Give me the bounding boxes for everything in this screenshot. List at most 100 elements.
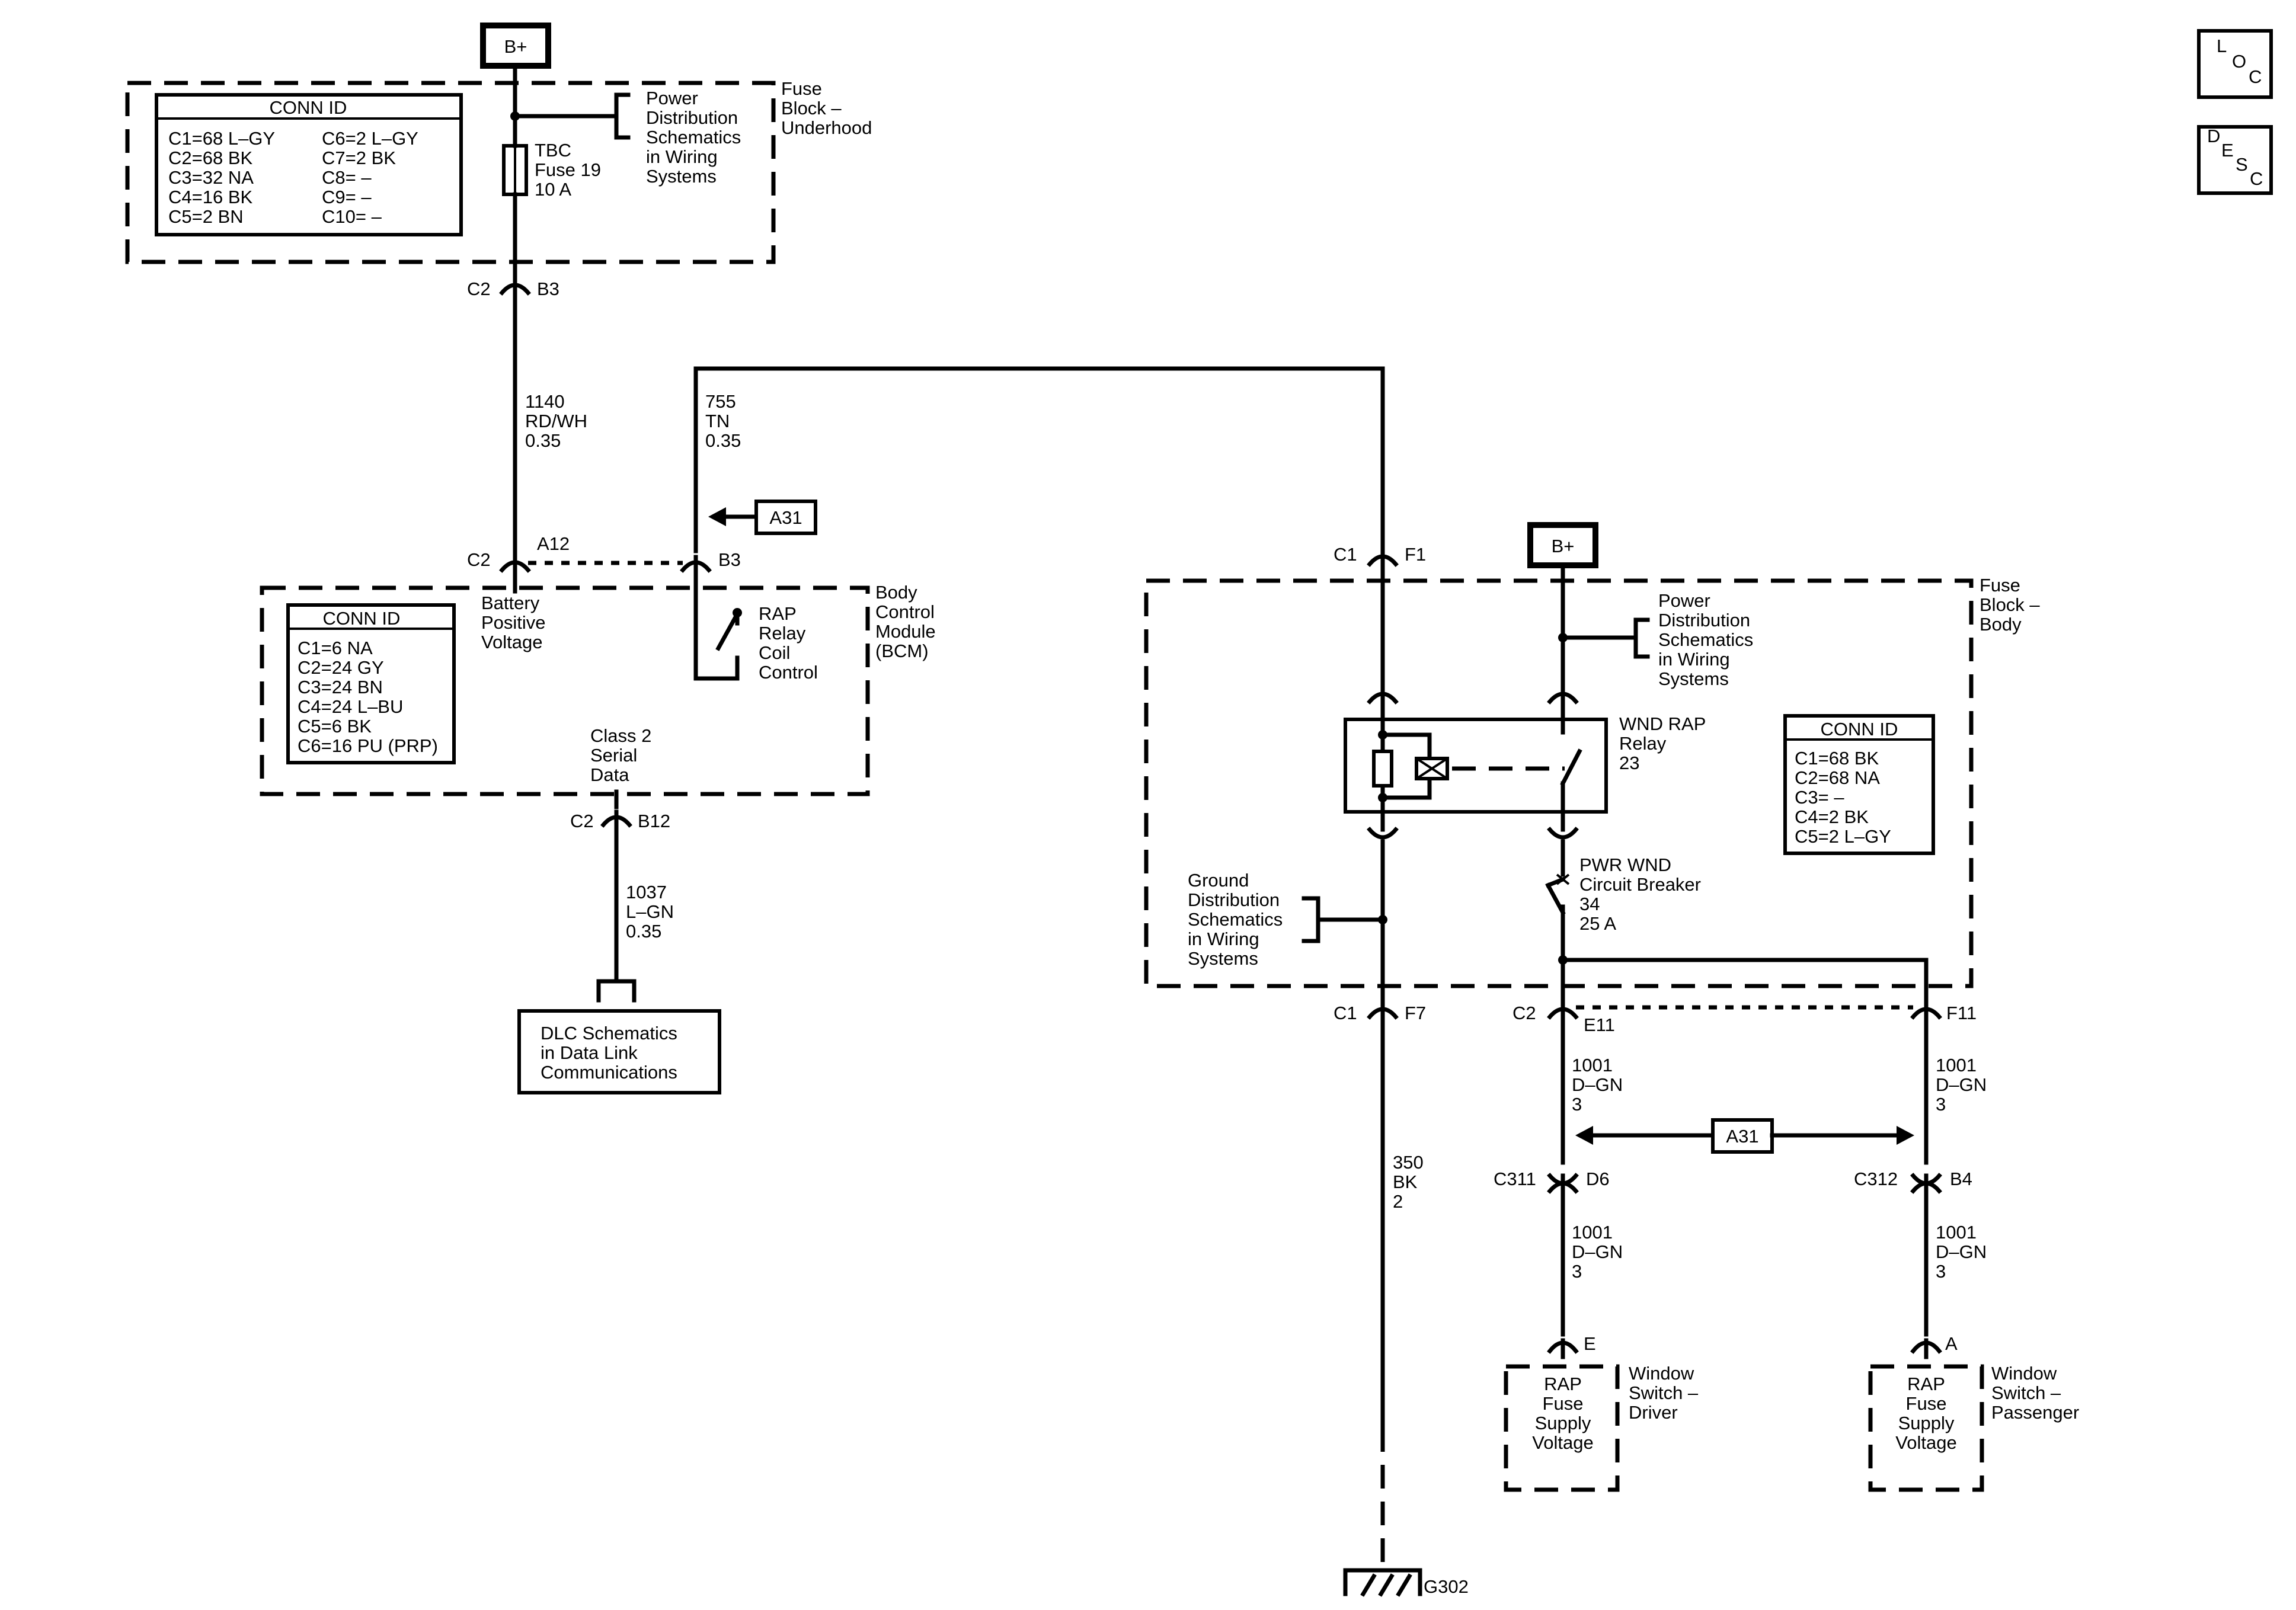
wire-1001-left-upper-color: D–GN	[1572, 1074, 1623, 1095]
fbb-conn-c1: C1=68 BK	[1795, 748, 1879, 769]
fbu-conn-c8: C8= –	[322, 167, 372, 188]
desc-letter-c: C	[2250, 168, 2263, 189]
bcm-title-2: Control	[875, 601, 935, 622]
passenger-inner-3: Supply	[1898, 1413, 1955, 1433]
dlc-label-2: in Data Link	[541, 1042, 638, 1063]
wire-350-number: 350	[1393, 1152, 1424, 1173]
serial-label-3: Data	[590, 764, 629, 785]
bcm-conn-id-table: CONN ID C1=6 NA C2=24 GY C3=24 BN C4=24 …	[286, 603, 456, 764]
loc-button[interactable]: L O C	[2197, 29, 2273, 99]
dlc-label-3: Communications	[541, 1062, 677, 1083]
bcm-conn-c2: C2=24 GY	[298, 657, 384, 678]
breaker-label-4: 25 A	[1579, 913, 1616, 934]
fbb-title-3: Body	[1980, 614, 2022, 635]
bcm-conn-c3: C3=24 BN	[298, 677, 383, 697]
wire-1001-left-upper-number: 1001	[1572, 1055, 1613, 1076]
wire-1001-left-upper-gauge: 3	[1572, 1094, 1582, 1115]
fbb-ground-ref-4: in Wiring	[1188, 929, 1259, 949]
fbb-conn-c2: C2	[1512, 1003, 1536, 1023]
bcm-conn-b12: B12	[638, 811, 670, 831]
breaker-label-3: 34	[1579, 894, 1600, 914]
fbu-conn-c3: C3=32 NA	[168, 167, 254, 188]
driver-title-2: Switch –	[1629, 1382, 1699, 1403]
driver-inner-3: Supply	[1535, 1413, 1591, 1433]
fbu-conn-c7: C7=2 BK	[322, 148, 396, 168]
bplus-right-label: B+	[1552, 536, 1575, 556]
wire-755-gauge: 0.35	[705, 430, 741, 451]
driver-inner-4: Voltage	[1532, 1432, 1593, 1453]
conn-c312: C312	[1854, 1169, 1898, 1189]
dlc-reference[interactable]: DLC Schematics in Data Link Communicatio…	[517, 979, 721, 1094]
fbb-conn-f1: F1	[1405, 544, 1426, 565]
fbb-ground-ref-1: Ground	[1188, 870, 1249, 891]
wire-755-number: 755	[705, 391, 736, 412]
bcm-conn-c5: C5=6 BK	[298, 716, 372, 737]
a31-reference-lower[interactable]: A31	[1575, 1118, 1914, 1154]
relay-name-2: Relay	[1619, 733, 1667, 754]
fbu-conn-c5: C5=2 BN	[168, 206, 244, 227]
fbu-conn-c4: C4=16 BK	[168, 187, 253, 207]
a31-upper-label: A31	[769, 507, 802, 528]
fbb-power-ref-5: Systems	[1658, 668, 1729, 689]
loc-letter-o: O	[2232, 51, 2246, 72]
fbb-ground-ref-2: Distribution	[1188, 889, 1280, 910]
driver-inner-2: Fuse	[1543, 1393, 1584, 1414]
fbu-conn-c1: C1=68 L–GY	[168, 128, 275, 149]
desc-button[interactable]: D E S C	[2197, 125, 2273, 195]
relay-label-2: Relay	[759, 623, 806, 644]
conn-d6: D6	[1586, 1169, 1610, 1189]
wire-350-gauge: 2	[1393, 1191, 1403, 1212]
bcm-conn-c4: C4=24 L–BU	[298, 696, 403, 717]
wire-755-path	[693, 366, 1385, 553]
bplus-right-supply: B+	[1527, 522, 1598, 568]
tbc-fuse	[502, 144, 528, 196]
wire-1140-path	[499, 63, 531, 559]
wire-1001-right-upper-number: 1001	[1936, 1055, 1977, 1076]
fbb-title-1: Fuse	[1980, 575, 2020, 596]
bcm-title-4: (BCM)	[875, 641, 929, 661]
battery-label-1: Battery	[481, 593, 540, 613]
fuse-label-3: 10 A	[535, 179, 571, 200]
fbb-ground-ref-5: Systems	[1188, 948, 1258, 969]
bplus-top-label: B+	[504, 36, 527, 57]
wire-1001-right-lower-number: 1001	[1936, 1222, 1977, 1243]
fbb-conn-e11: E11	[1584, 1014, 1615, 1035]
bcm-title-3: Module	[875, 621, 936, 642]
wire-1037-gauge: 0.35	[626, 921, 661, 942]
loc-letter-l: L	[2217, 36, 2227, 56]
fbu-conn-id-title: CONN ID	[270, 97, 347, 118]
wire-1037-color: L–GN	[626, 901, 674, 922]
fbu-power-ref-3: Schematics	[646, 127, 741, 148]
fbb-conn-c3: C3= –	[1795, 787, 1844, 808]
passenger-inner-1: RAP	[1907, 1374, 1945, 1394]
fbb-title-2: Block –	[1980, 594, 2040, 615]
bcm-conn-id-title: CONN ID	[323, 608, 401, 629]
fbb-conn-f11: F11	[1946, 1003, 1977, 1023]
relay-name-3: 23	[1619, 753, 1639, 773]
desc-letter-d: D	[2207, 126, 2220, 146]
conn-b4: B4	[1950, 1169, 1972, 1189]
wnd-rap-relay	[1344, 717, 1608, 814]
fbb-ground-ref-3: Schematics	[1188, 909, 1283, 930]
wire-1001-right-upper-gauge: 3	[1936, 1094, 1946, 1115]
bcm-conn-c1: C1=6 NA	[298, 638, 373, 658]
a31-reference-upper[interactable]: A31	[708, 500, 817, 535]
bcm-conn-c2-bottom: C2	[570, 811, 594, 831]
wire-1001-right	[1910, 1001, 1942, 1359]
passenger-inner-2: Fuse	[1906, 1393, 1947, 1414]
bcm-conn-b3: B3	[718, 549, 741, 570]
relay-label-3: Coil	[759, 642, 790, 663]
fbu-conn-b3: B3	[537, 279, 559, 299]
wire-1001-right-lower-gauge: 3	[1936, 1261, 1946, 1282]
bcm-title-1: Body	[875, 582, 917, 603]
wire-1140-gauge: 0.35	[525, 430, 561, 451]
fbu-title-1: Fuse	[781, 78, 822, 99]
passenger-title-1: Window	[1991, 1363, 2057, 1384]
fuse-label-1: TBC	[535, 140, 571, 161]
driver-inner-1: RAP	[1544, 1374, 1582, 1394]
wire-1140-color: RD/WH	[525, 411, 587, 431]
driver-title-1: Window	[1629, 1363, 1694, 1384]
fbb-conn-c5: C5=2 L–GY	[1795, 826, 1891, 847]
fbu-title-3: Underhood	[781, 117, 872, 138]
